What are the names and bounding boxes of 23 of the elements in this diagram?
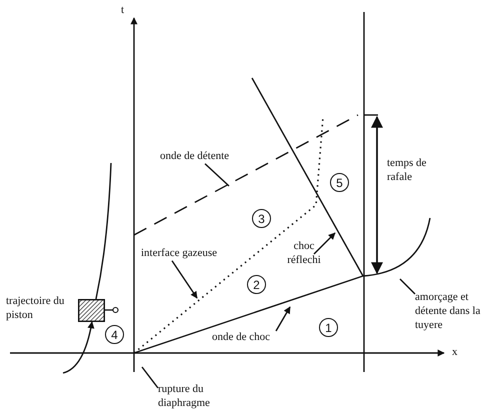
axis-label: x	[452, 346, 458, 360]
region-number-circle: 1	[319, 318, 338, 337]
leader-line	[204, 163, 230, 187]
leader-line	[400, 278, 416, 294]
leader-line	[141, 366, 159, 388]
curved-arrow	[62, 321, 94, 374]
dimension-label: temps de rafale	[387, 157, 428, 184]
piston-block	[78, 299, 105, 322]
annotation-text: rupture du diaphragme	[158, 383, 228, 410]
leader-line	[171, 260, 198, 299]
annotation-text: trajectoire du piston	[6, 295, 66, 322]
interface-label: interface gazeuse	[141, 247, 241, 261]
wave-label: onde de détente	[160, 150, 250, 164]
wave-label: choc réflechi	[284, 240, 324, 268]
leader-line	[314, 232, 336, 254]
region-number-circle: 5	[330, 173, 349, 192]
leader-line	[275, 306, 291, 332]
annotation-text: amorçage et détente dans la tuyere	[415, 291, 495, 332]
region-number-circle: 4	[105, 325, 124, 344]
wave-label: onde de choc	[212, 331, 292, 345]
axis-label: t	[121, 4, 126, 18]
region-number-circle: 3	[252, 209, 271, 228]
region-number-circle: 2	[247, 275, 266, 294]
